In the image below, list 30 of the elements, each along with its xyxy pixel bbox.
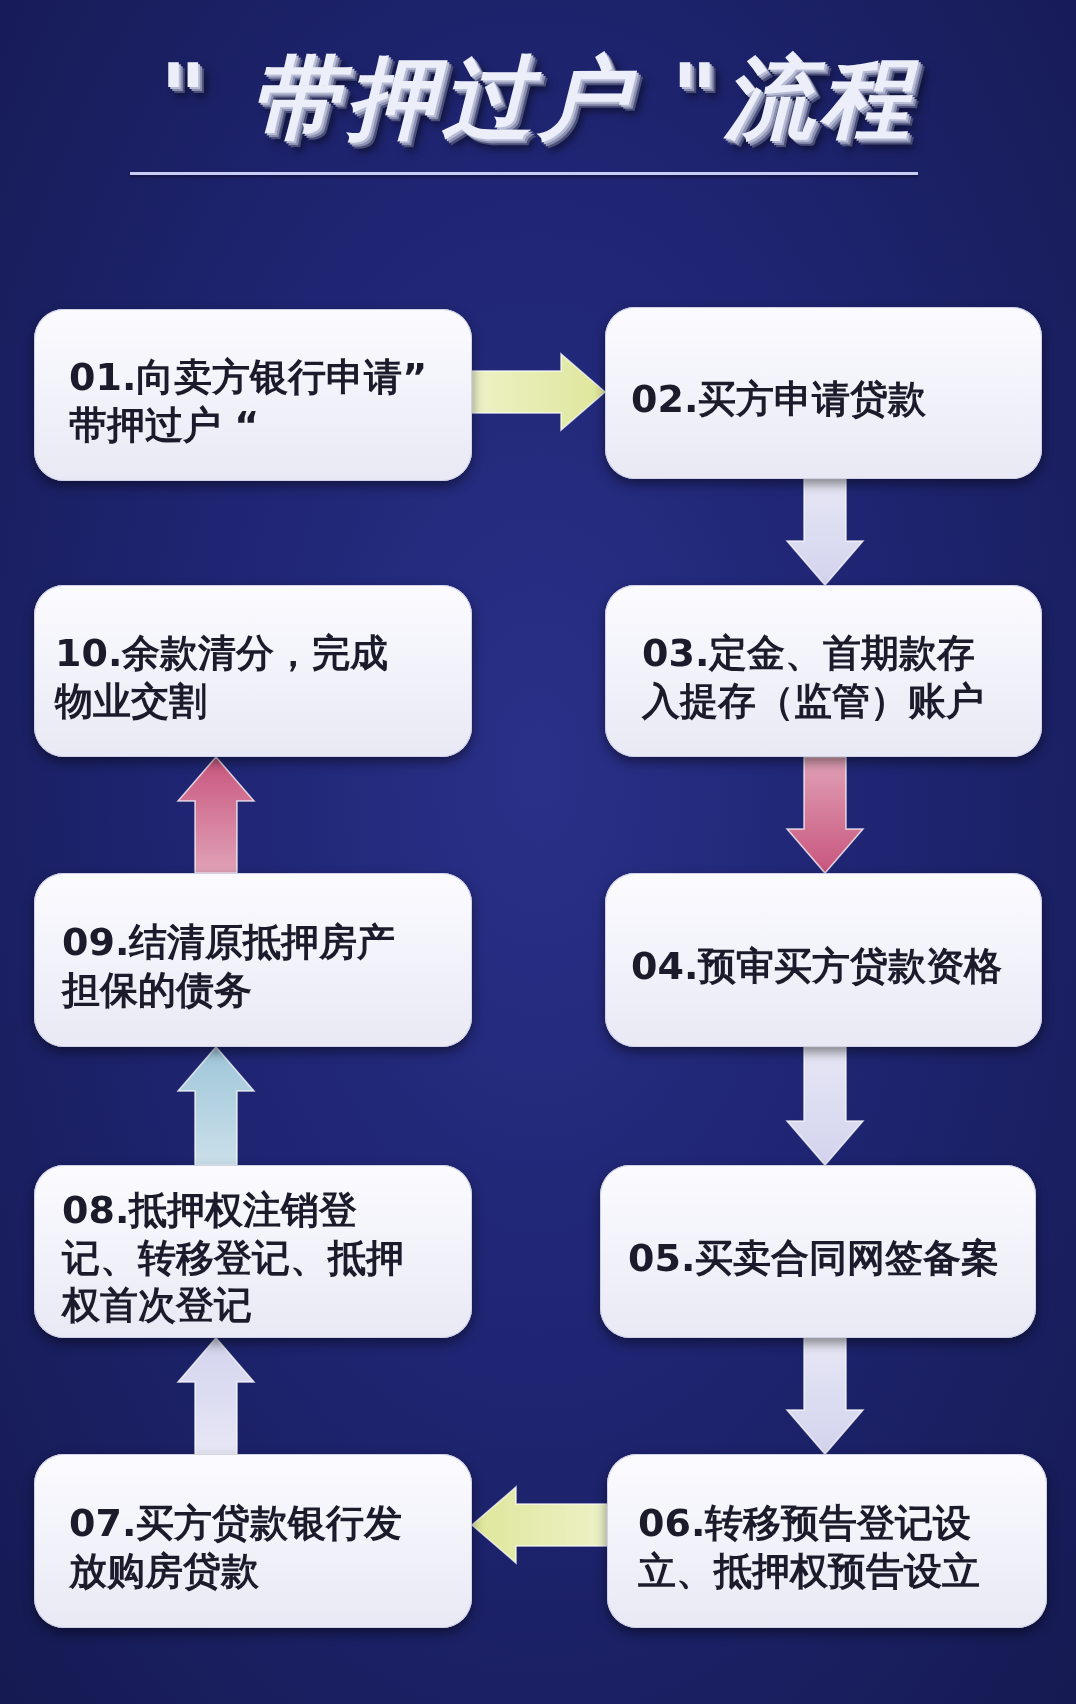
step-box <box>34 309 472 481</box>
title: " 带押过户 "流程 <box>159 48 917 147</box>
step-text: 09.结清原抵押房产担保的债务 <box>62 919 397 1014</box>
step-box <box>600 1165 1036 1338</box>
step-text: 02.买方申请贷款 <box>631 376 927 424</box>
block-arrow <box>176 1336 256 1455</box>
step-box <box>34 1454 472 1628</box>
step-box <box>605 873 1042 1047</box>
step-text: 05.买卖合同网签备案 <box>628 1234 1000 1282</box>
step-box <box>605 307 1042 479</box>
block-arrow <box>785 756 865 875</box>
step-text: 04.预审买方贷款资格 <box>631 943 1003 991</box>
block-arrow <box>785 1046 865 1167</box>
step-text: 06.转移预告登记设立、抵押权预告设立 <box>638 1500 981 1595</box>
step-box <box>34 873 472 1047</box>
step-box <box>34 1165 472 1338</box>
step-text: 10.余款清分，完成物业交割 <box>55 630 390 725</box>
block-arrow <box>785 1337 865 1456</box>
step-box <box>607 1454 1047 1628</box>
block-arrow <box>176 1045 256 1166</box>
block-arrow <box>471 352 607 432</box>
step-text: 03.定金、首期款存入提存（监管）账户 <box>642 630 985 725</box>
block-arrow <box>176 755 256 874</box>
block-arrow <box>470 1485 608 1565</box>
step-box <box>605 585 1042 757</box>
step-text: 08.抵押权注销登记、转移登记、抵押权首次登记 <box>62 1186 405 1330</box>
step-text: 07.买方贷款银行发放购房贷款 <box>69 1500 404 1595</box>
step-box <box>34 585 472 757</box>
block-arrow <box>785 478 865 587</box>
step-text: 01.向卖方银行申请”带押过户 “ <box>69 354 429 449</box>
